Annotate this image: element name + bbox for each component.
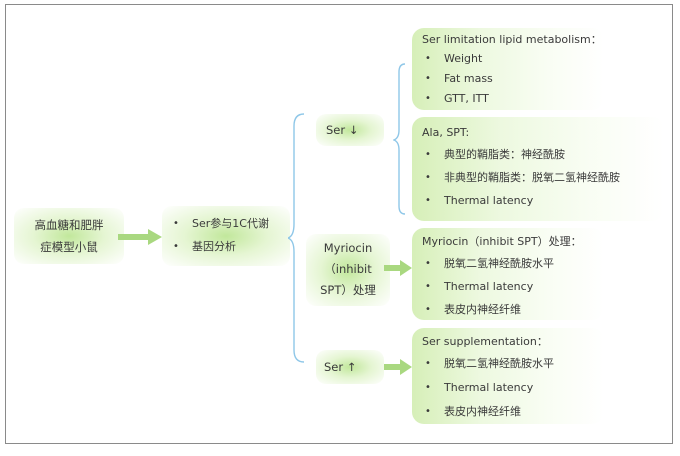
box-item: Thermal latency [422,275,594,298]
root-node: 高血糖和肥胖 症模型小鼠 [14,208,124,264]
box-item: GTT, ITT [422,89,594,109]
stage2-item: 基因分析 [170,235,290,258]
root-line2: 症模型小鼠 [40,240,98,254]
stage2-item: Ser参与1C代谢 [170,212,290,235]
ser-up-label: Ser ↑ [324,360,357,374]
box-myriocin: Myriocin（inhibit SPT）处理： 脱氧二氢神经酰胺水平 Ther… [412,228,604,321]
root-line1: 高血糖和肥胖 [34,218,104,232]
box-title: Ala, SPT: [422,126,470,139]
box-item: Thermal latency [422,376,594,400]
brace-main [288,113,305,363]
myriocin-line: SPT）处理 [320,283,376,297]
box-item: 表皮内神经纤维 [422,298,594,321]
box-ala-spt: Ala, SPT: 典型的鞘脂类：神经酰胺 非典型的鞘脂类：脱氧二氢神经酰胺 T… [412,117,664,221]
arrow-myriocin [384,260,412,276]
box-item: Fat mass [422,69,594,89]
box-item: 脱氧二氢神经酰胺水平 [422,252,594,275]
brace-ser-down [393,63,406,215]
box-ser-supplementation: Ser supplementation： 脱氧二氢神经酰胺水平 Thermal … [412,328,604,424]
box-title: Myriocin（inhibit SPT）处理： [422,235,582,248]
ser-down-node: Ser ↓ [316,114,384,146]
box-item: 典型的鞘脂类：神经酰胺 [422,143,654,166]
box-title: Ser limitation lipid metabolism： [422,33,602,46]
box-title: Ser supplementation： [422,335,548,348]
myriocin-node: Myriocin （inhibit SPT）处理 [306,234,390,306]
arrow-root-to-stage2 [118,229,162,245]
myriocin-line: Myriocin [323,241,373,255]
myriocin-line: （inhibit [324,262,372,276]
arrow-ser-up [384,359,412,375]
box-item: 表皮内神经纤维 [422,400,594,424]
box-item: 脱氧二氢神经酰胺水平 [422,352,594,376]
box-item: Weight [422,49,594,69]
stage2-node: Ser参与1C代谢 基因分析 [162,206,290,266]
box-item: 非典型的鞘脂类：脱氧二氢神经酰胺 [422,166,654,189]
box-ser-limitation: Ser limitation lipid metabolism： Weight … [412,28,604,110]
ser-down-label: Ser ↓ [326,123,359,137]
box-item: Thermal latency [422,189,654,212]
ser-up-node: Ser ↑ [316,350,384,384]
